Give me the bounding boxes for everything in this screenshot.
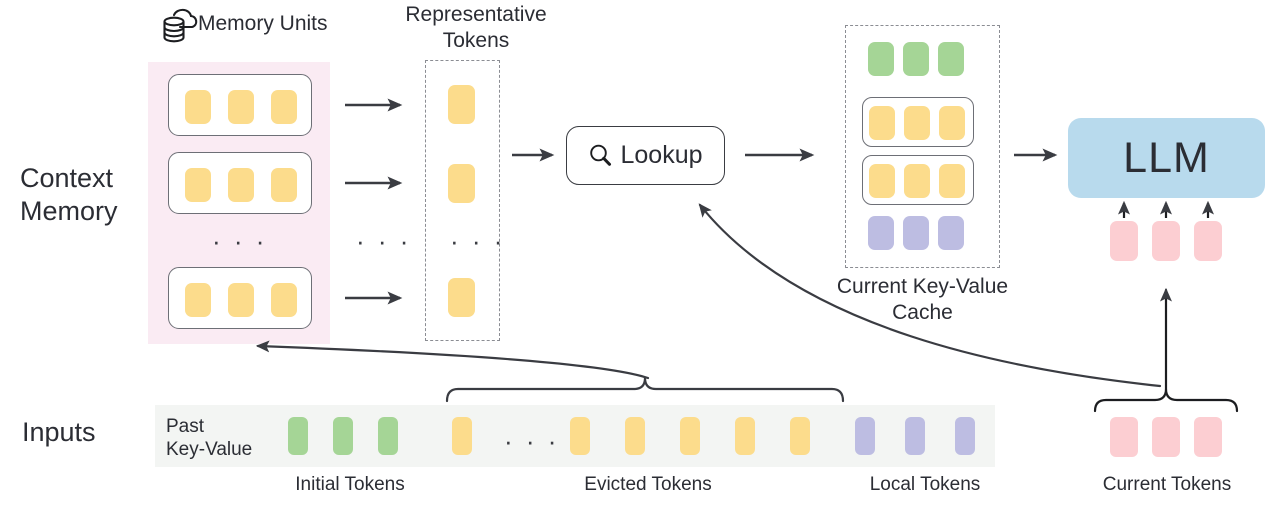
group-label-local-tokens: Local Tokens (869, 474, 981, 495)
token-chip (185, 283, 211, 317)
memory-units-label: Memory Units (198, 12, 328, 35)
memory-unit[interactable] (168, 74, 312, 136)
input-token-yellow (625, 417, 645, 455)
input-token-yellow (790, 417, 810, 455)
token-chip (185, 90, 211, 124)
kv-token-yellow (939, 164, 965, 198)
bracket-current-tokens (1093, 388, 1239, 413)
memory-unit[interactable] (168, 152, 312, 214)
kv-token-yellow (904, 164, 930, 198)
kv-token-purple (903, 216, 929, 250)
llm-input-token (1194, 221, 1222, 261)
token-chip (228, 90, 254, 124)
kv-token-purple (938, 216, 964, 250)
row-label-context-memory: Context Memory (20, 163, 118, 226)
memory-units-ellipsis: · · · (212, 226, 268, 256)
lookup-label: Lookup (620, 141, 703, 169)
lookup-box[interactable]: Lookup (566, 126, 725, 185)
input-token-green (333, 417, 353, 455)
representative-tokens-box (425, 60, 500, 341)
kv-token-green (903, 42, 929, 76)
representative-token (448, 85, 475, 124)
kv-token-green (868, 42, 894, 76)
llm-input-token (1110, 221, 1138, 261)
token-chip (271, 168, 297, 202)
representative-token (448, 164, 475, 203)
between-columns-ellipsis: · · · (356, 226, 412, 256)
group-label-current-tokens: Current Tokens (1102, 474, 1232, 495)
bracket-evicted-tokens (445, 377, 845, 403)
input-token-yellow (452, 417, 472, 455)
kv-token-yellow (939, 106, 965, 140)
representative-tokens-ellipsis: · · · (450, 226, 506, 256)
llm-input-token (1152, 221, 1180, 261)
representative-tokens-label: Representative Tokens (405, 3, 547, 52)
past-key-value-label: Past Key-Value (166, 416, 253, 461)
representative-token (448, 278, 475, 317)
group-label-initial-tokens: Initial Tokens (295, 474, 405, 495)
kv-memory-unit (862, 155, 974, 205)
kv-token-yellow (869, 164, 895, 198)
magnifier-icon (590, 144, 612, 166)
input-token-yellow (570, 417, 590, 455)
kv-memory-unit (862, 97, 974, 147)
llm-label: LLM (1123, 133, 1210, 182)
group-label-evicted-tokens: Evicted Tokens (584, 474, 712, 495)
row-label-inputs: Inputs (22, 417, 96, 447)
input-token-green (378, 417, 398, 455)
llm-box[interactable]: LLM (1068, 118, 1265, 198)
input-token-purple (955, 417, 975, 455)
input-token-pink (1110, 417, 1138, 457)
token-chip (185, 168, 211, 202)
input-token-purple (905, 417, 925, 455)
input-token-yellow (680, 417, 700, 455)
input-token-purple (855, 417, 875, 455)
kv-token-purple (868, 216, 894, 250)
kv-token-green (938, 42, 964, 76)
memory-unit[interactable] (168, 267, 312, 329)
token-chip (228, 168, 254, 202)
kv-token-yellow (869, 106, 895, 140)
kv-cache-label: Current Key-Value Cache (836, 275, 1009, 324)
token-chip (271, 90, 297, 124)
input-sequence-ellipsis: · · · (504, 426, 560, 456)
cloud-database-icon (163, 8, 198, 43)
kv-token-yellow (904, 106, 930, 140)
token-chip (271, 283, 297, 317)
input-token-pink (1194, 417, 1222, 457)
arrow-evicted-to-context-memory (255, 340, 650, 380)
token-chip (228, 283, 254, 317)
input-token-pink (1152, 417, 1180, 457)
input-token-yellow (735, 417, 755, 455)
input-token-green (288, 417, 308, 455)
